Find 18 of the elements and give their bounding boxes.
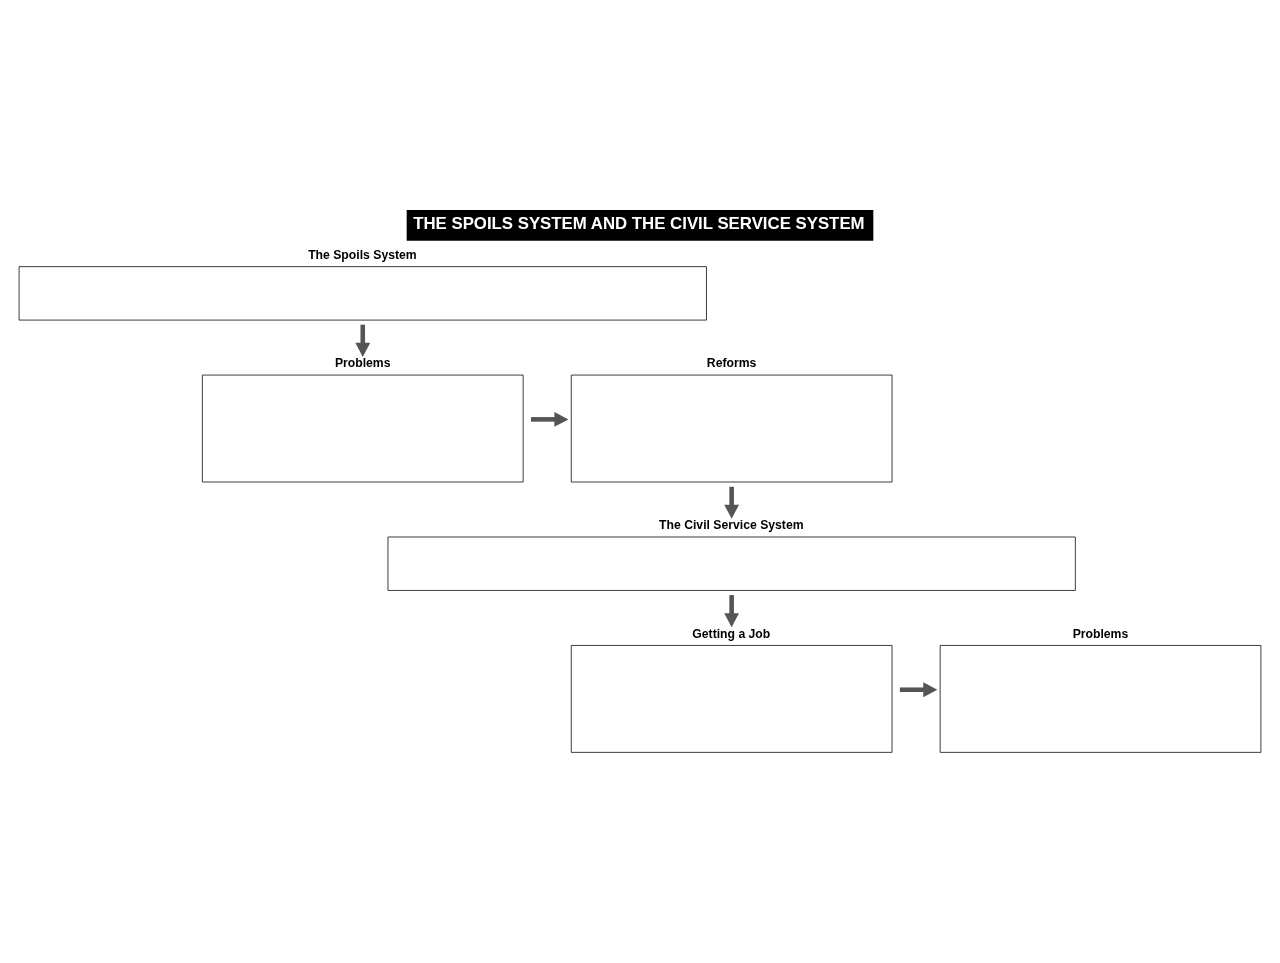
arrow: [724, 486, 740, 519]
node-box: [570, 644, 893, 753]
node-label: Problems: [334, 355, 391, 370]
arrow: [531, 411, 569, 427]
node-box: [570, 374, 893, 482]
node-box: [939, 644, 1262, 753]
arrow: [355, 324, 371, 357]
diagram-title: THE SPOILS SYSTEM AND THE CIVIL SERVICE SYSTEM: [413, 213, 865, 233]
node-box: [387, 536, 1076, 591]
arrow: [724, 594, 740, 627]
node-label: Getting a Job: [692, 626, 771, 641]
arrow: [899, 681, 938, 697]
node-label: Problems: [1072, 626, 1129, 641]
node-label: The Civil Service System: [659, 517, 804, 532]
node-label: The Spoils System: [308, 247, 417, 262]
node-box: [18, 265, 707, 320]
node-box: [202, 374, 524, 482]
node-label: Reforms: [706, 355, 757, 370]
